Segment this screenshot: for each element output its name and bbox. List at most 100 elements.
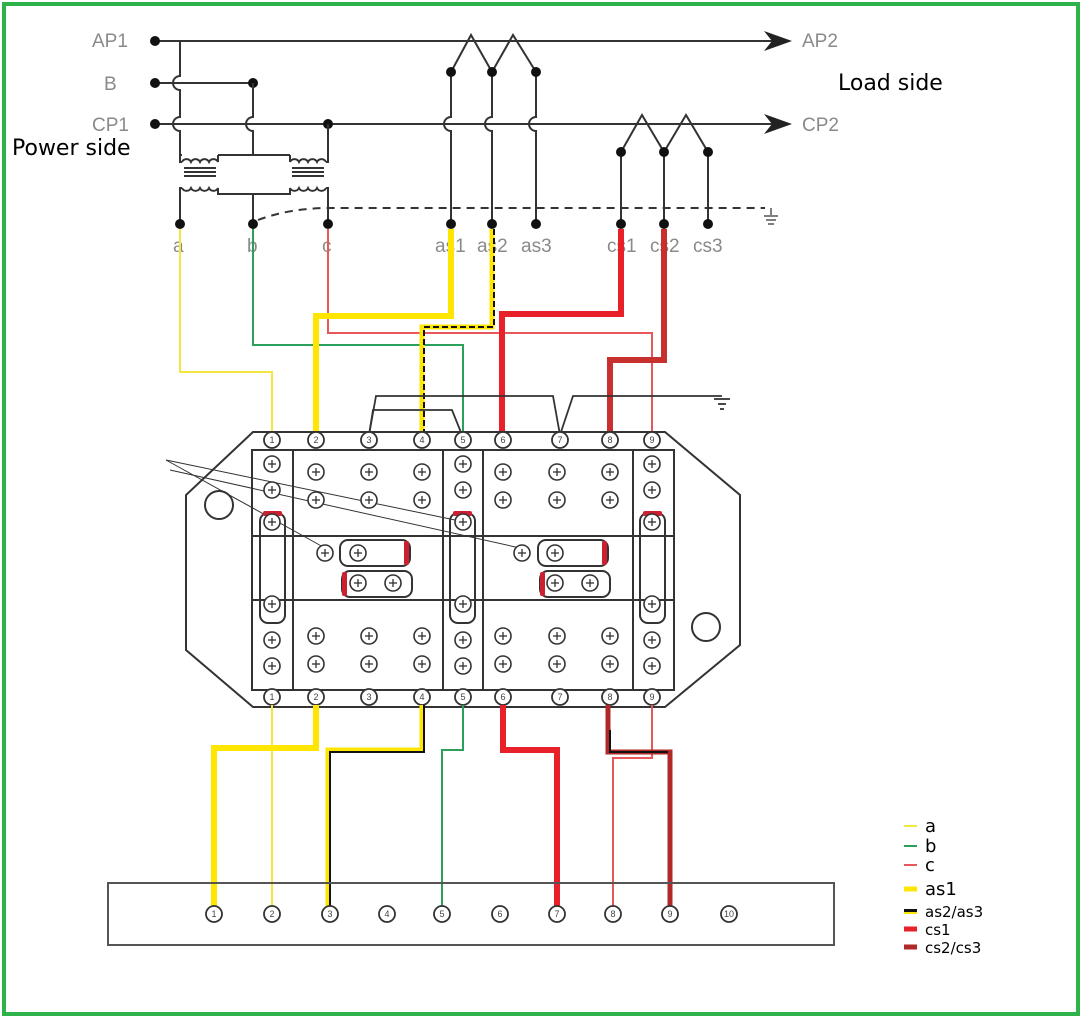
- relay-ground-jumpers: [368, 395, 730, 436]
- legend-item-cs1: cs1: [904, 921, 951, 939]
- wire-c-upper: [327, 229, 653, 432]
- relay-top-terminal-3: 3: [360, 431, 378, 449]
- screw-icon: [546, 574, 564, 592]
- strip-terminal-label: 5: [439, 909, 444, 919]
- screw-icon: [307, 463, 325, 481]
- screw-icon: [643, 513, 661, 531]
- screw-icon: [643, 595, 661, 613]
- screw-icon: [454, 657, 472, 675]
- wire-c-lower: [612, 705, 653, 915]
- screw-icon: [454, 513, 472, 531]
- screw-icon: [643, 657, 661, 675]
- legend-item-b: b: [904, 836, 936, 857]
- screw-icon: [263, 455, 281, 473]
- wire-b-upper: [252, 229, 464, 432]
- screw-icon: [349, 544, 367, 562]
- relay-top-terminal-label: 2: [313, 435, 318, 445]
- relay-bottom-terminal-label: 3: [366, 692, 371, 702]
- strip-terminal-label: 4: [384, 909, 389, 919]
- wire-as2-upper-y: [419, 229, 495, 432]
- relay-top-terminal-8: 8: [601, 431, 619, 449]
- screw-icon: [601, 655, 619, 673]
- relay-bottom-terminal-3: 3: [360, 688, 378, 706]
- label-cp2: CP2: [802, 115, 839, 136]
- strip-terminal-6: 6: [491, 905, 509, 923]
- ground-dashed-line: [257, 207, 765, 221]
- relay-bottom-terminal-2: 2: [307, 688, 325, 706]
- screw-icon: [494, 655, 512, 673]
- screw-icon: [601, 491, 619, 509]
- legend-label: a: [925, 816, 936, 837]
- strip-terminal-10: 10: [720, 905, 738, 923]
- screw-icon: [360, 655, 378, 673]
- relay-bottom-terminal-4: 4: [413, 688, 431, 706]
- strip-terminal-label: 7: [554, 909, 559, 919]
- screw-icon: [548, 463, 566, 481]
- screw-icon: [601, 463, 619, 481]
- legend-label: cs2/cs3: [925, 939, 981, 957]
- screw-icon: [307, 627, 325, 645]
- screw-icon: [454, 455, 472, 473]
- wire-cs1-upper: [499, 229, 624, 432]
- label-ap1: AP1: [92, 31, 128, 52]
- wire-as1-upper: [313, 229, 454, 432]
- bus-lines: [155, 31, 792, 134]
- strip-terminal-8: 8: [604, 905, 622, 923]
- strip-terminal-label: 1: [211, 909, 216, 919]
- relay-bottom-terminal-7: 7: [551, 688, 569, 706]
- screw-icon: [494, 463, 512, 481]
- strip-terminal-label: 8: [610, 909, 615, 919]
- current-transformers-a: [443, 32, 537, 224]
- strip-terminal-label: 6: [497, 909, 502, 919]
- voltage-transformers: [172, 41, 329, 224]
- label-as3: as3: [521, 236, 552, 257]
- wires-upper: [179, 229, 667, 432]
- terminal-strip: [107, 882, 835, 946]
- wire-as2-lower-k: [329, 705, 425, 915]
- screw-icon: [413, 463, 431, 481]
- relay-top-terminal-label: 4: [419, 435, 424, 445]
- screw-icon: [413, 627, 431, 645]
- relay-bottom-terminal-label: 7: [557, 692, 562, 702]
- screw-icon: [307, 491, 325, 509]
- wire-cs1-lower: [500, 705, 560, 915]
- screw-icon: [601, 627, 619, 645]
- screw-icon: [349, 574, 367, 592]
- relay-top-terminal-6: 6: [494, 431, 512, 449]
- screw-icon: [548, 655, 566, 673]
- screw-icon: [548, 491, 566, 509]
- legend-label: as2/as3: [925, 903, 983, 921]
- screw-icon: [513, 544, 531, 562]
- label-load-side: Load side: [838, 71, 943, 96]
- strip-terminal-1: 1: [205, 905, 223, 923]
- legend-label: b: [925, 836, 936, 857]
- label-cs3: cs3: [693, 236, 723, 257]
- relay-top-terminal-label: 7: [557, 435, 562, 445]
- wire-as1-lower: [211, 705, 319, 915]
- relay-bottom-terminal-label: 6: [500, 692, 505, 702]
- relay-top-terminal-4: 4: [413, 431, 431, 449]
- relay-bottom-terminal-label: 4: [419, 692, 424, 702]
- pt-terminal-dots: [175, 219, 333, 229]
- terminal-strip-terminals: 1 2 3 4 5 6 7 8 9 10: [205, 905, 738, 923]
- relay-bottom-terminal-9: 9: [643, 688, 661, 706]
- relay-bottom-terminal-label: 8: [607, 692, 612, 702]
- legend-item-a: a: [904, 816, 936, 837]
- relay-bottom-terminal-6: 6: [494, 688, 512, 706]
- wire-cs3-lower-k: [609, 730, 668, 753]
- screw-icon: [263, 631, 281, 649]
- relay-top-terminal-2: 2: [307, 431, 325, 449]
- relay-bottom-terminal-5: 5: [454, 688, 472, 706]
- screw-icon: [454, 595, 472, 613]
- strip-terminal-label: 2: [269, 909, 274, 919]
- strip-terminal-9: 9: [661, 905, 679, 923]
- screw-icon: [413, 491, 431, 509]
- legend-item-as1: as1: [904, 879, 957, 900]
- label-b: B: [104, 74, 117, 95]
- relay-bottom-terminal-label: 5: [460, 692, 465, 702]
- screw-icon: [413, 655, 431, 673]
- strip-terminal-label: 9: [667, 909, 672, 919]
- strip-terminal-3: 3: [321, 905, 339, 923]
